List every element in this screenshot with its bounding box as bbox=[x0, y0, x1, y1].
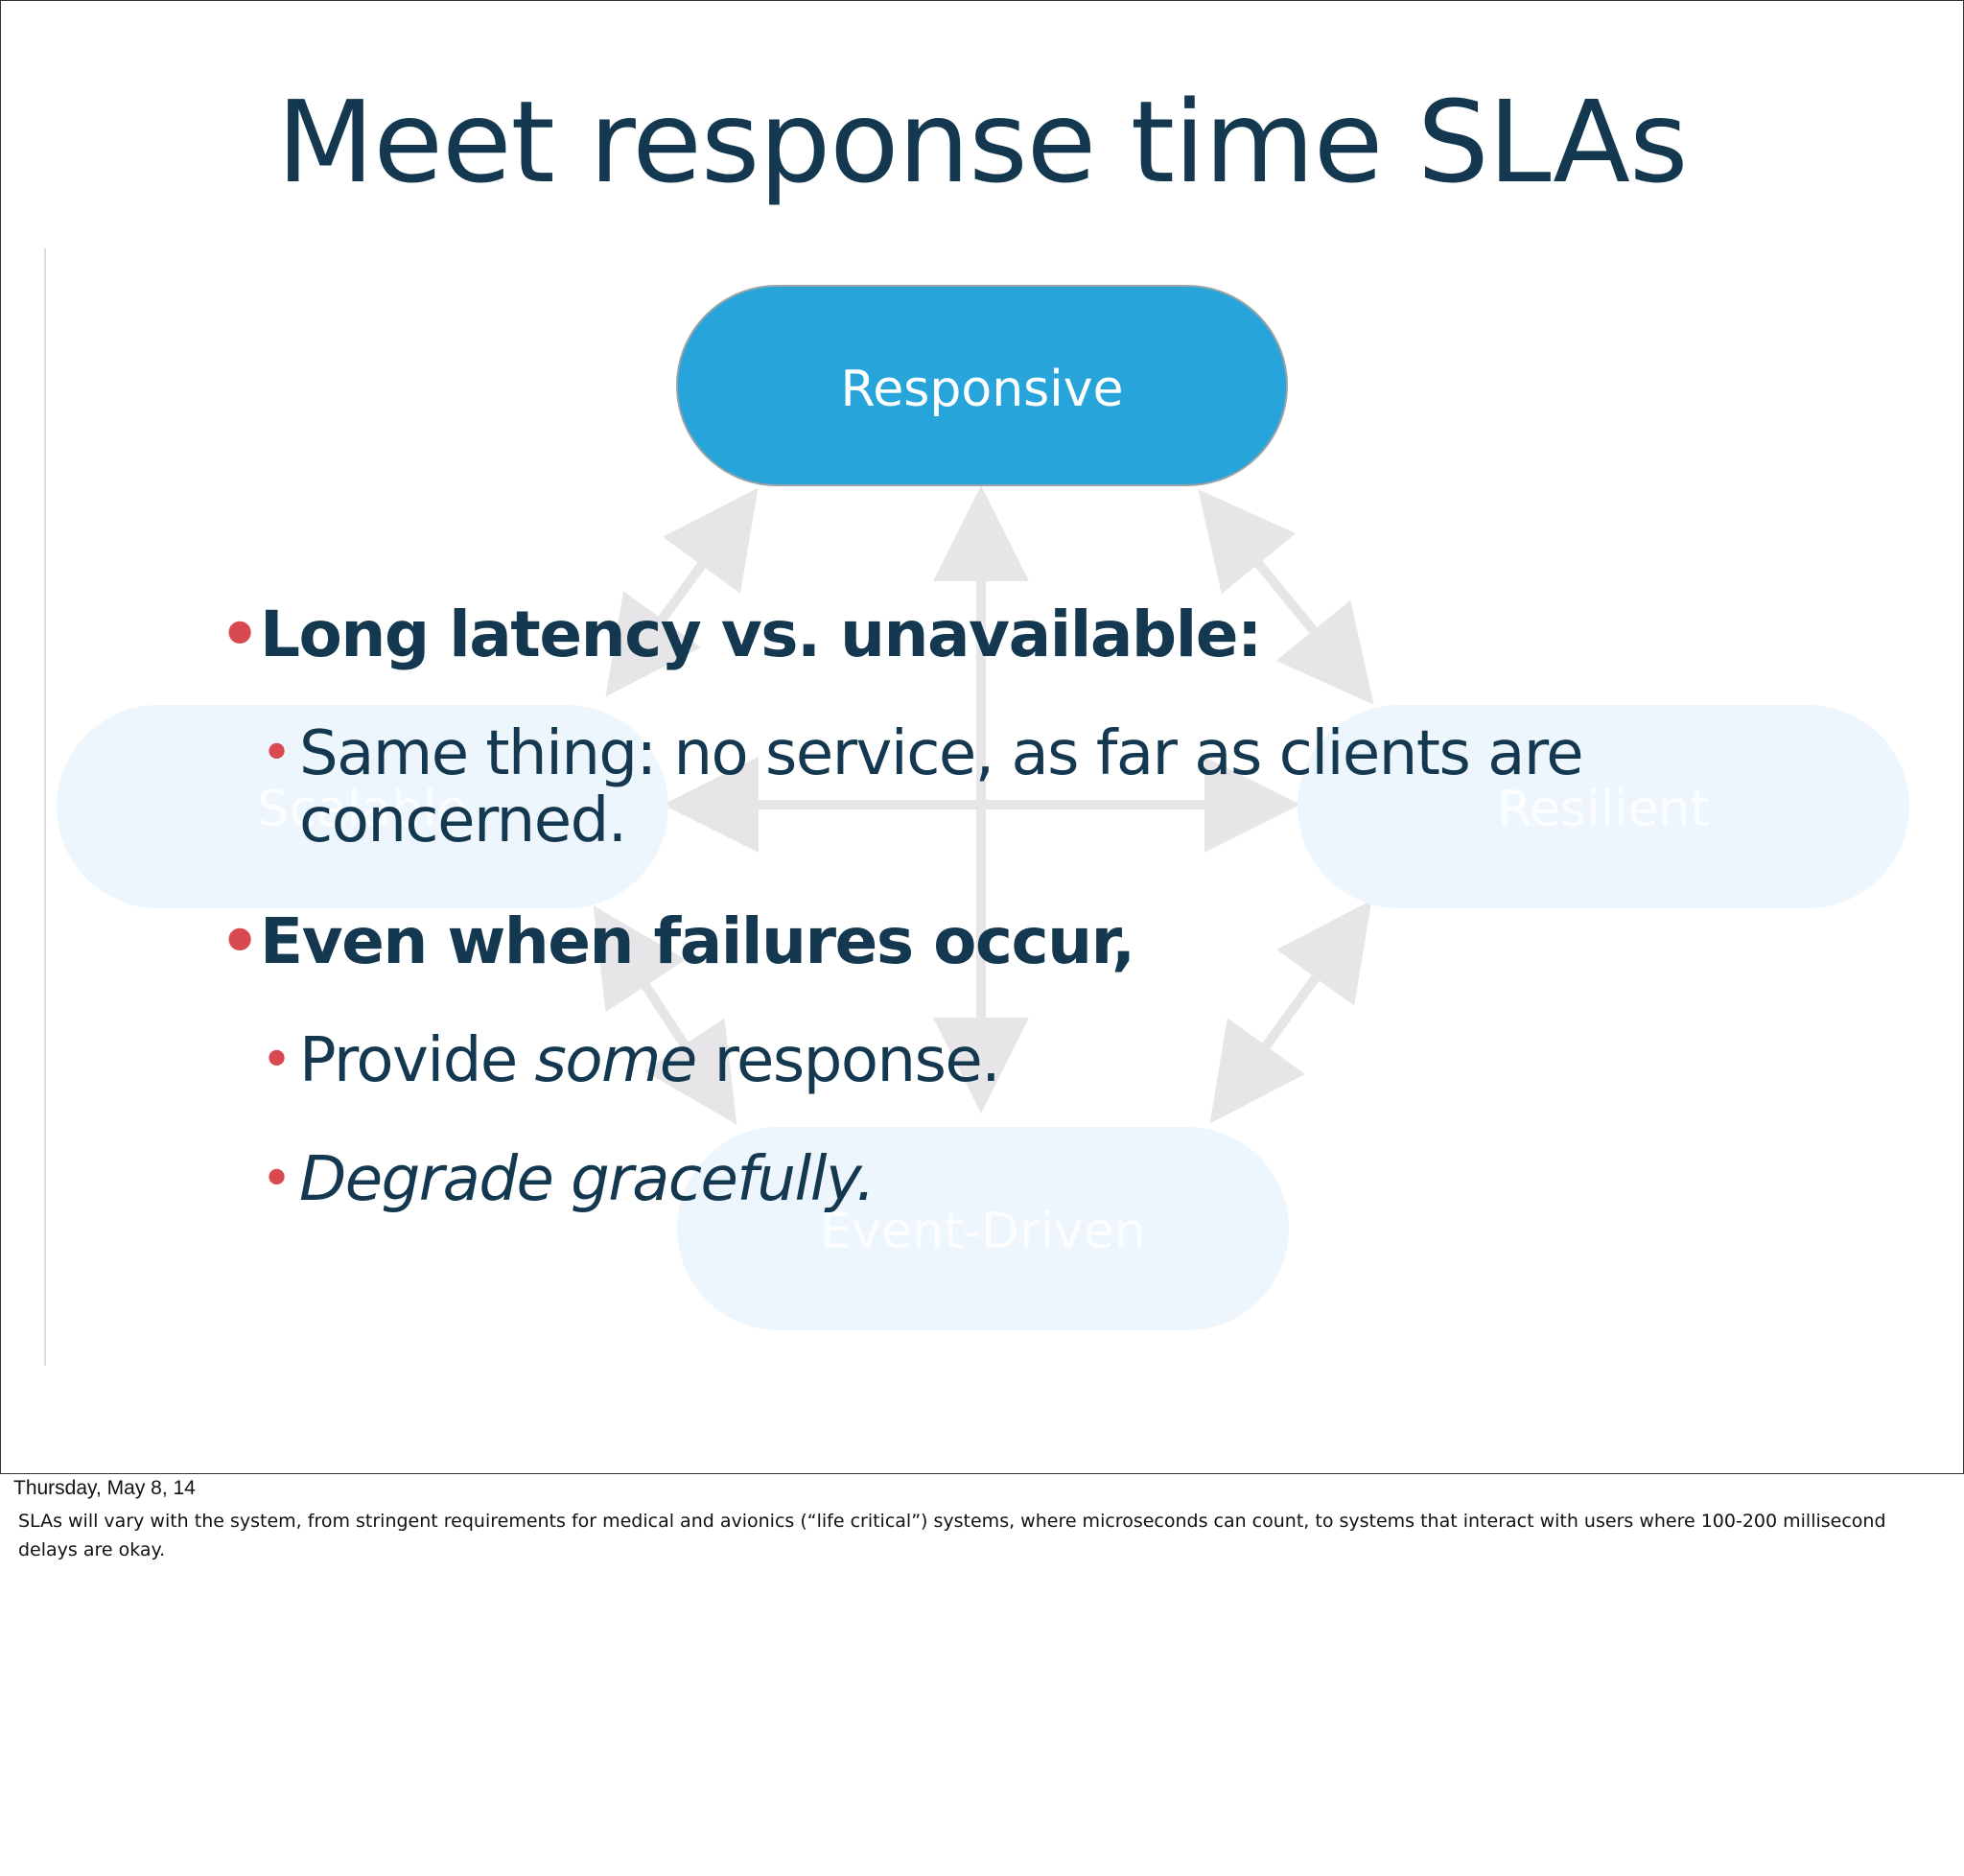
bullet-even-when-failures: • Even when failures occur, bbox=[220, 904, 1135, 978]
bullet-dot: • bbox=[261, 1148, 292, 1210]
slide: Responsive Scalable Resilient Event-Driv… bbox=[0, 0, 1964, 1474]
responsive-node: Responsive bbox=[676, 285, 1288, 486]
bullet-same-thing: • Same thing: no service, as far as clie… bbox=[261, 718, 1584, 856]
bullet-dot: • bbox=[261, 722, 292, 785]
arrow-resilient-eventdriven bbox=[1209, 900, 1372, 1124]
bullet-dot: • bbox=[261, 1029, 292, 1091]
bullet-text: Even when failures occur, bbox=[260, 904, 1135, 978]
bullet-dot: • bbox=[220, 598, 260, 671]
scalable-node: Scalable bbox=[57, 705, 668, 908]
bullet-provide-some-response: • Provide some response. bbox=[261, 1025, 1001, 1096]
bullet-text-line2: concerned. bbox=[299, 786, 627, 856]
bullet-long-latency: • Long latency vs. unavailable: bbox=[220, 598, 1262, 671]
resilient-label: Resilient bbox=[1497, 781, 1710, 838]
bullet-list: • Long latency vs. unavailable: • Same t… bbox=[1, 1, 1963, 1473]
bullet-text-after: response. bbox=[695, 1025, 1001, 1096]
arrow-scalable-responsive bbox=[605, 487, 759, 697]
arrow-scalable-eventdriven bbox=[593, 905, 737, 1125]
event-driven-label: Event-Driven bbox=[820, 1203, 1145, 1260]
responsive-label: Responsive bbox=[841, 361, 1124, 418]
slide-title: Meet response time SLAs bbox=[276, 76, 1689, 208]
bullet-text: Degrade gracefully. bbox=[299, 1144, 876, 1215]
resilient-node: Resilient bbox=[1298, 705, 1909, 908]
scalable-label: Scalable bbox=[257, 781, 467, 838]
bullet-text-italic: some bbox=[534, 1025, 698, 1096]
bullet-dot: • bbox=[220, 904, 260, 978]
bullet-degrade-gracefully: • Degrade gracefully. bbox=[261, 1144, 876, 1215]
diagram-frame bbox=[44, 248, 1954, 1366]
event-driven-node: Event-Driven bbox=[677, 1127, 1289, 1330]
speaker-notes: SLAs will vary with the system, from str… bbox=[18, 1511, 1886, 1560]
footer-date: Thursday, May 8, 14 bbox=[13, 1477, 196, 1499]
reactive-traits-diagram: Responsive Scalable Resilient Event-Driv… bbox=[57, 285, 1909, 1330]
bullet-text: Long latency vs. unavailable: bbox=[260, 598, 1262, 671]
bullet-text-before: Provide bbox=[299, 1025, 535, 1096]
bullet-text-line1: Same thing: no service, as far as client… bbox=[299, 718, 1584, 789]
arrow-responsive-resilient bbox=[1198, 489, 1374, 705]
